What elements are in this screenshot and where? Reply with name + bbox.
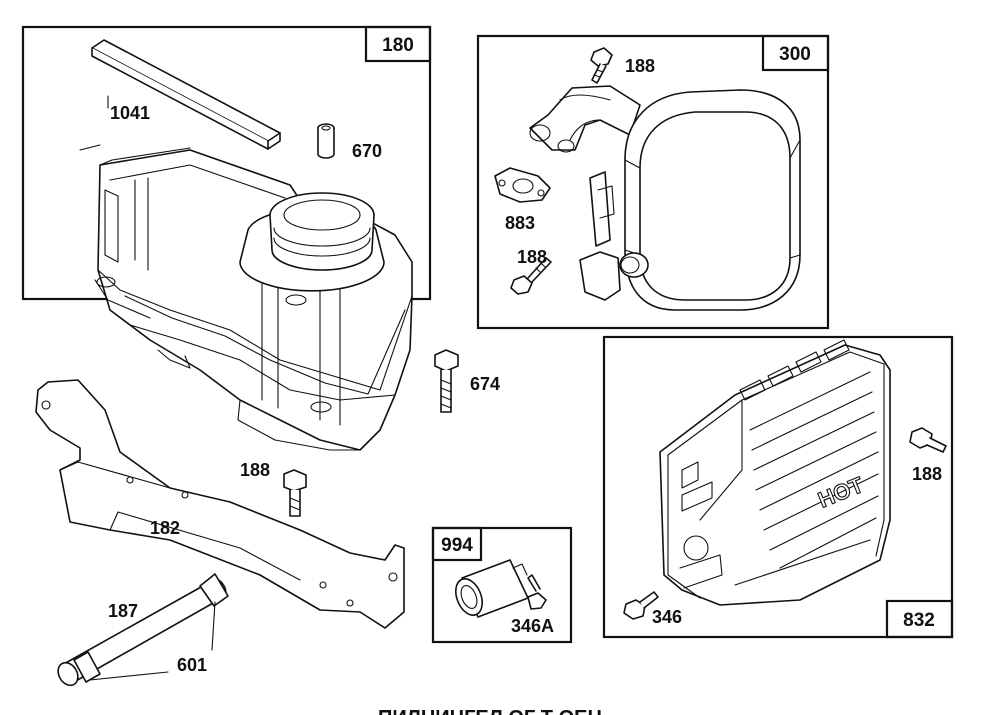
guard-box-label: 832 bbox=[903, 610, 935, 631]
gasket bbox=[494, 167, 551, 203]
part-182-label: 182 bbox=[150, 518, 180, 538]
part-188-bracket-label: 188 bbox=[240, 460, 270, 480]
bolt-icon bbox=[590, 47, 613, 84]
bolt-icon bbox=[434, 349, 459, 413]
spark-arrester bbox=[454, 559, 529, 618]
fuel-tank-box-label: 180 bbox=[382, 35, 414, 56]
guard-box: 832 bbox=[602, 335, 954, 639]
part-188-muffler-top-label: 188 bbox=[625, 56, 655, 76]
bolt-icon bbox=[909, 427, 947, 453]
exhaust-pipe bbox=[529, 85, 641, 153]
gasket-strip bbox=[91, 39, 281, 150]
footer-caption: ПИЛНИНГЕЛ ОГ Т ОЕН bbox=[378, 707, 602, 715]
part-670-label: 670 bbox=[352, 141, 382, 161]
part-187-label: 187 bbox=[108, 601, 138, 621]
screw-icon bbox=[527, 574, 547, 610]
bushing bbox=[317, 123, 335, 159]
mounting-bracket bbox=[35, 379, 405, 629]
bolt-icon bbox=[510, 257, 552, 295]
part-188-guard-label: 188 bbox=[912, 464, 942, 484]
spark-arrester-box: 994 bbox=[431, 526, 573, 644]
part-601-label: 601 bbox=[177, 655, 207, 675]
fuel-tank bbox=[94, 147, 413, 451]
fuel-hose bbox=[57, 573, 229, 687]
part-674-label: 674 bbox=[470, 374, 500, 394]
part-188-muffler-bottom-label: 188 bbox=[517, 247, 547, 267]
muffler-box: 300 bbox=[476, 34, 830, 330]
part-1041-label: 1041 bbox=[110, 103, 150, 123]
bolt-icon bbox=[283, 469, 307, 517]
muffler-box-label: 300 bbox=[779, 44, 811, 65]
part-346-label: 346 bbox=[652, 607, 682, 627]
muffler-guard bbox=[659, 339, 891, 606]
part-346a-label: 346A bbox=[511, 616, 554, 636]
part-883-label: 883 bbox=[505, 213, 535, 233]
bolt-icon bbox=[623, 591, 659, 620]
muffler bbox=[579, 89, 801, 311]
spark-arrester-box-label: 994 bbox=[441, 535, 473, 556]
